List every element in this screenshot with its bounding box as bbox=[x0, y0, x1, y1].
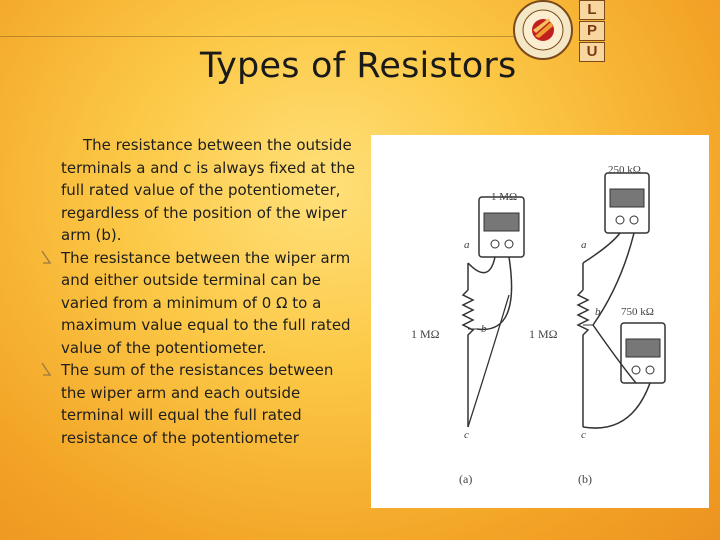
bullet-item-3: The sum of the resistances between the w… bbox=[41, 359, 356, 449]
svg-text:b: b bbox=[481, 323, 487, 335]
bullet-icon bbox=[41, 362, 51, 376]
top-rule bbox=[0, 36, 515, 37]
meter-b-bottom-reading: 750 kΩ bbox=[621, 306, 654, 318]
logo-letter-p: P bbox=[579, 21, 605, 41]
paragraph-2: The resistance between the wiper arm and… bbox=[61, 248, 351, 357]
svg-text:c: c bbox=[464, 429, 469, 441]
pot-b-label: 1 MΩ bbox=[529, 327, 558, 341]
caption-b: (b) bbox=[578, 472, 592, 486]
logo-letter-l: L bbox=[579, 0, 605, 20]
pot-a-label: 1 MΩ bbox=[411, 327, 440, 341]
university-seal bbox=[509, 0, 577, 62]
caption-a: (a) bbox=[459, 472, 472, 486]
potentiometer-b-icon bbox=[576, 263, 590, 427]
meter-a-reading: 1 MΩ bbox=[491, 191, 517, 203]
svg-text:a: a bbox=[464, 239, 470, 251]
bullet-icon bbox=[41, 250, 51, 264]
paragraph-1: The resistance between the outside termi… bbox=[61, 136, 356, 244]
meter-b-top-reading: 250 kΩ bbox=[608, 164, 641, 176]
circuit-a: 1 MΩ 1 MΩ a b c (a) bbox=[411, 191, 525, 486]
svg-text:a: a bbox=[581, 239, 587, 251]
lpu-logo: L P U bbox=[577, 0, 605, 63]
potentiometer-a-icon bbox=[461, 263, 475, 427]
body-text: The resistance between the outside termi… bbox=[41, 134, 356, 449]
slide-title: Types of Resistors bbox=[200, 46, 517, 86]
paragraph-3: The sum of the resistances between the w… bbox=[61, 361, 334, 447]
potentiometer-figure: 1 MΩ 1 MΩ a b c (a) 250 kΩ 750 kΩ bbox=[371, 135, 709, 508]
circuit-b: 250 kΩ 750 kΩ 1 MΩ a b c (b) bbox=[529, 164, 666, 486]
bullet-item-2: The resistance between the wiper arm and… bbox=[41, 247, 356, 360]
svg-text:c: c bbox=[581, 429, 586, 441]
logo-letter-u: U bbox=[579, 42, 605, 62]
svg-text:b: b bbox=[595, 306, 601, 318]
